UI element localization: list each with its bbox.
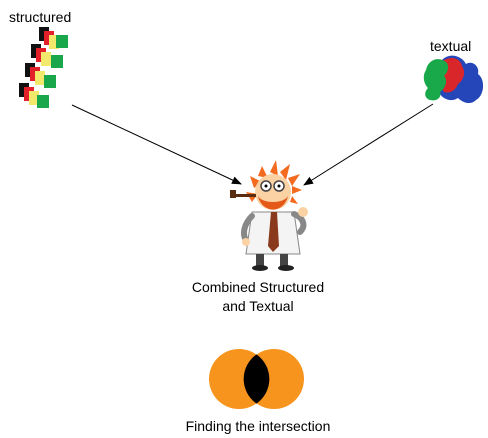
structured-blocks-icon <box>19 27 68 108</box>
scientist-icon <box>230 160 308 271</box>
combined-label: Combined Structured and Textual <box>191 279 325 314</box>
textual-blob-icon <box>423 55 484 104</box>
arrow-structured-to-combined <box>71 104 242 185</box>
structured-label: structured <box>9 9 72 25</box>
textual-label: textual <box>430 38 472 54</box>
finding-intersection-label: Finding the intersection <box>185 418 331 434</box>
arrow-textual-to-combined <box>303 103 434 186</box>
venn-intersection-icon <box>209 349 304 409</box>
